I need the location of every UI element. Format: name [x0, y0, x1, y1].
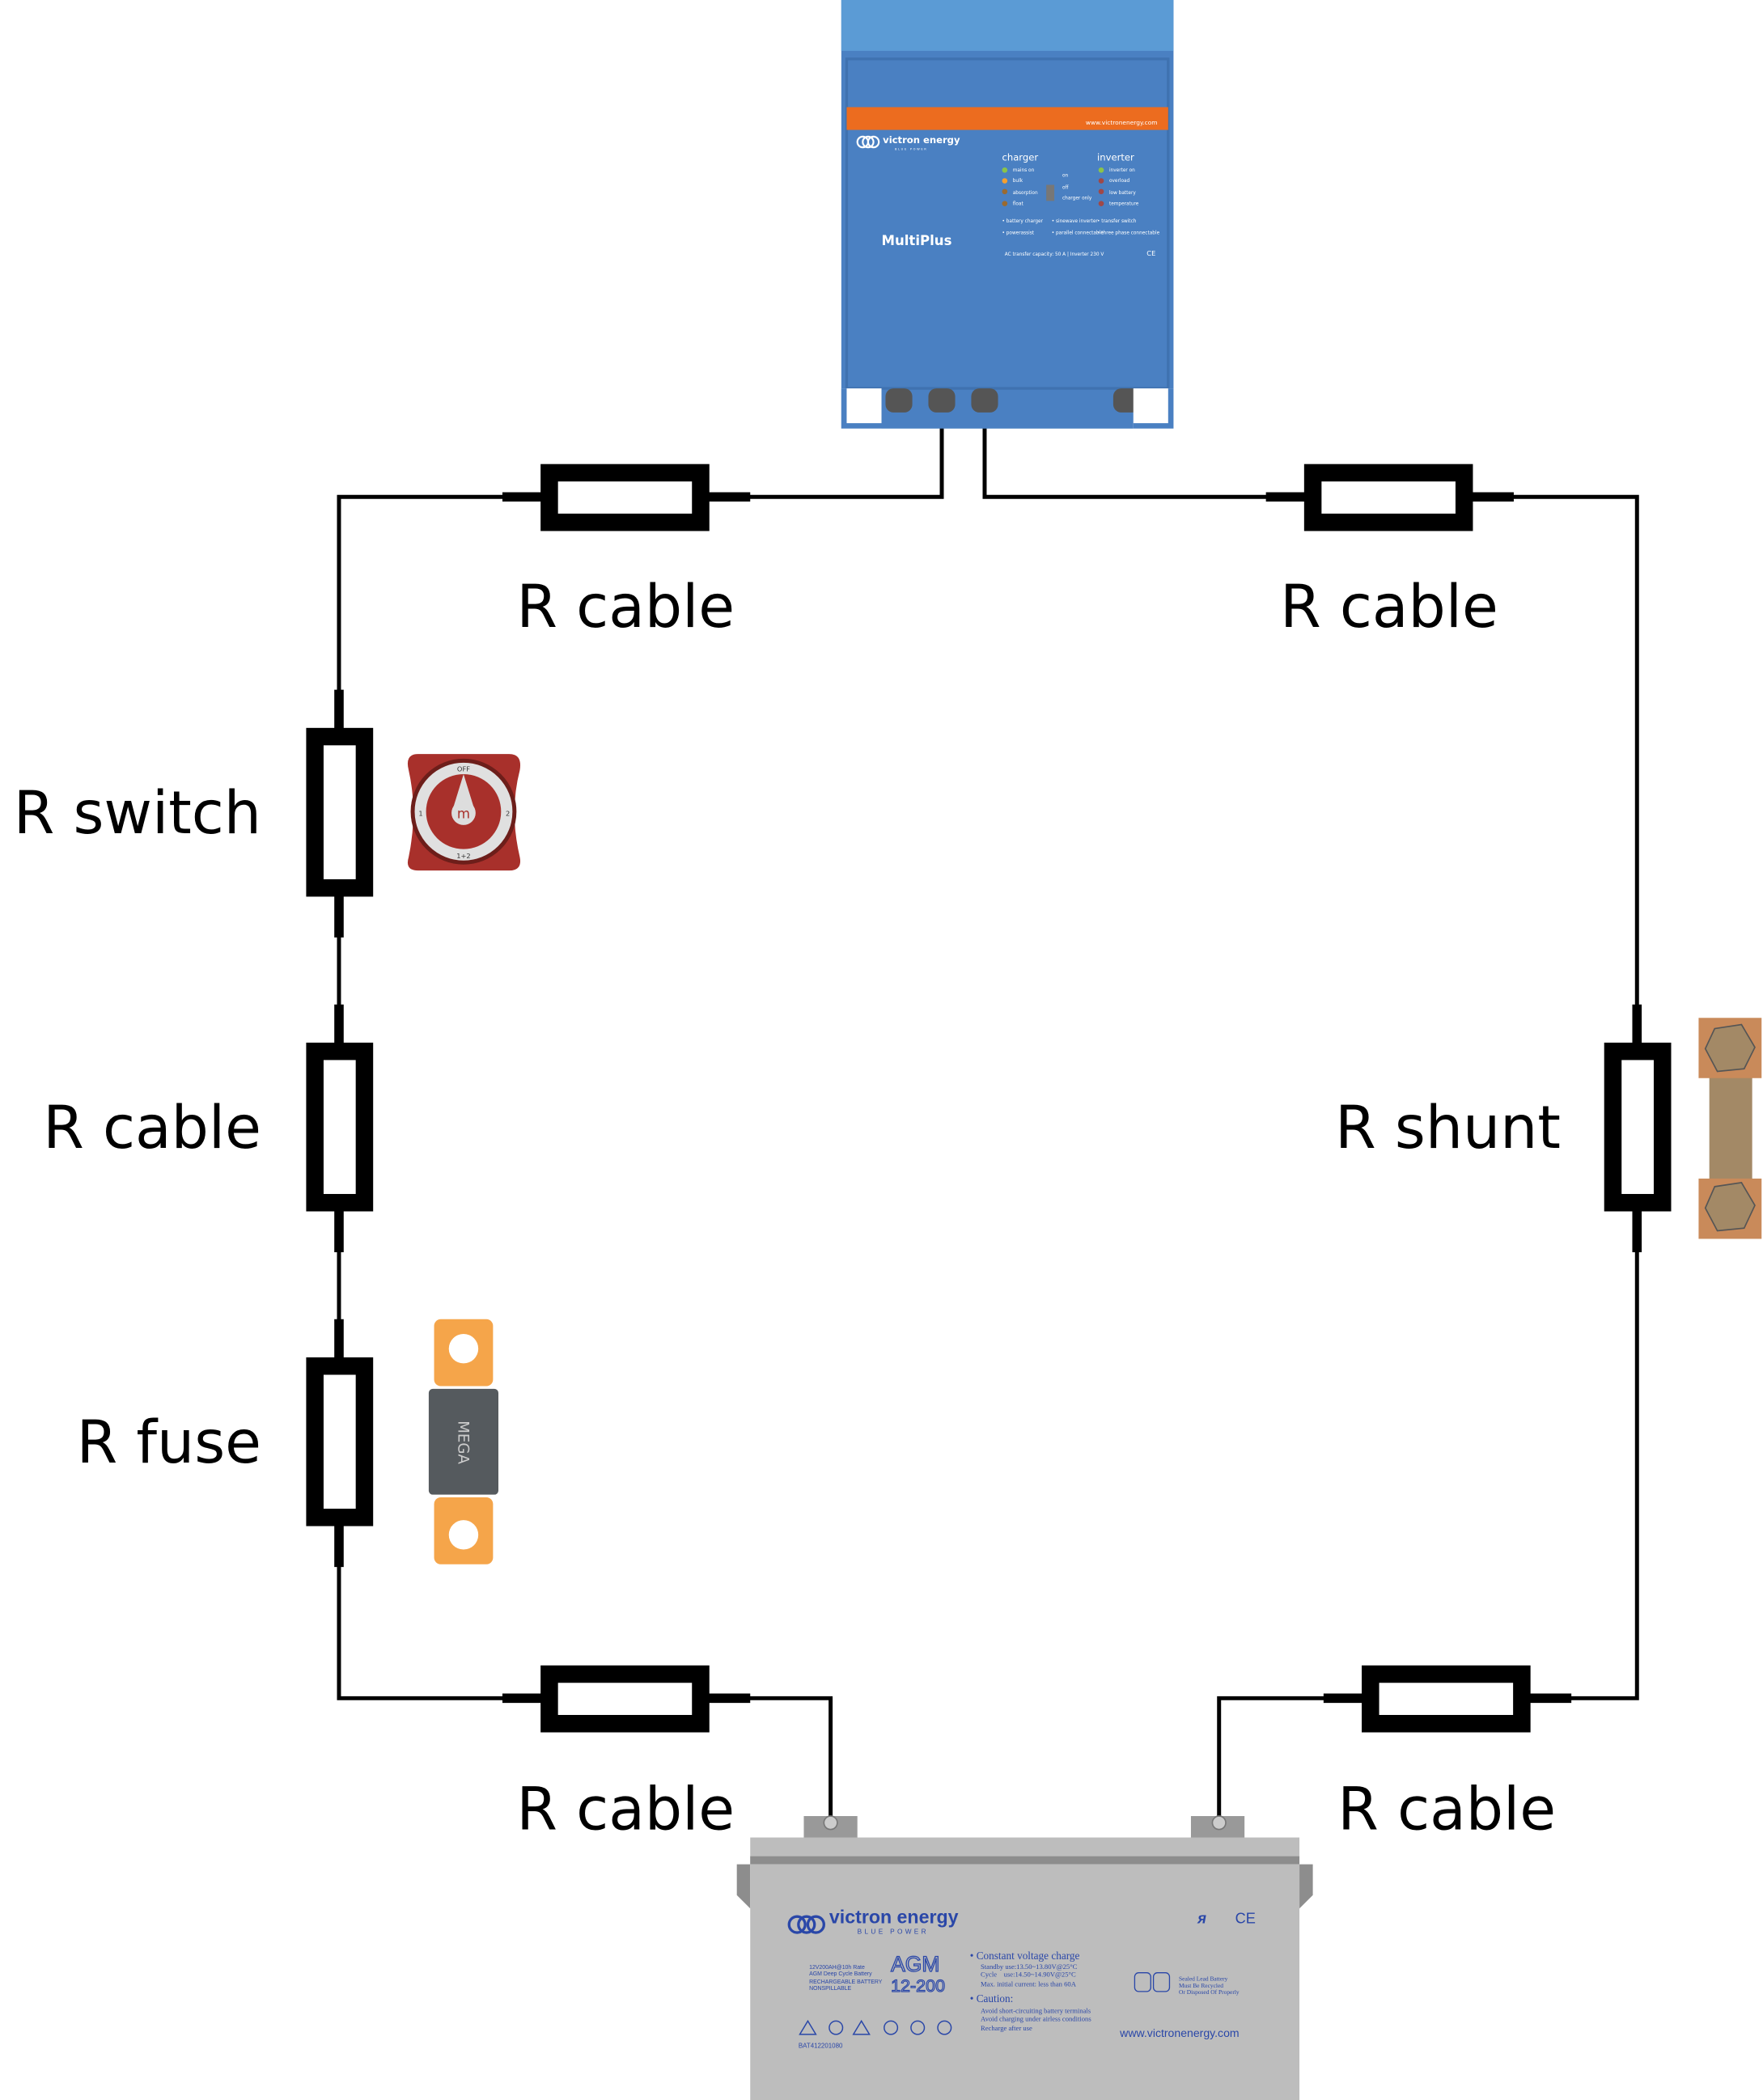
orange-stripe [846, 107, 1168, 130]
battery-model: 12-200 [891, 1976, 945, 1996]
victron-logo-icon [856, 135, 880, 149]
switch-position-2: 2 [506, 809, 510, 817]
charger-title: charger [1002, 152, 1039, 163]
switch-charger-only-label: charger only [1062, 197, 1092, 201]
victron-logo-icon [787, 1915, 825, 1934]
label-cable-top-left: R cable [516, 573, 735, 641]
feature: • three phase connectable [1097, 231, 1160, 236]
battery-part-number: BAT412201080 [799, 2042, 843, 2049]
resistor-fuse [306, 1319, 374, 1568]
mega-fuse-icon: MEGA [428, 1319, 498, 1564]
led-absorption: absorption [1013, 191, 1038, 196]
recycle-line: Must Be Recycled [1179, 1982, 1223, 1989]
power-switch[interactable] [1046, 184, 1055, 201]
switch-off-label: off [1062, 185, 1070, 190]
ce-mark: CE [1146, 249, 1155, 257]
led-bulk: bulk [1013, 179, 1023, 184]
charge-line: Standby use:13.50~13.80V@25°C [981, 1962, 1078, 1971]
led-overload: overload [1109, 179, 1130, 184]
switch-position-1: 1 [418, 809, 422, 817]
led-low-battery: low battery [1109, 191, 1136, 196]
switch-position-off: OFF [457, 765, 470, 773]
multiplus-spec: AC transfer capacity: 50 A | Inverter 23… [1005, 252, 1104, 257]
label-switch: R switch [14, 779, 261, 848]
caution-line: Recharge after use [981, 2024, 1032, 2032]
fuse-label: MEGA [454, 1420, 471, 1464]
battery-url: www.victronenergy.com [1119, 2026, 1239, 2039]
caution-line: Avoid short-circuiting battery terminals [981, 2006, 1091, 2014]
resistor-switch [306, 689, 374, 938]
battery-tagline: BLUE POWER [858, 1929, 929, 1936]
label-cable-left: R cable [43, 1094, 261, 1162]
switch-position-both: 1+2 [456, 852, 470, 860]
battery-brand: victron energy [829, 1906, 959, 1927]
battery-type: AGM [891, 1952, 939, 1976]
multiplus-inverter: www.victronenergy.com victron energy BLU… [841, 0, 1174, 432]
feature: • battery charger [1002, 219, 1044, 224]
switch-center-label: m [457, 807, 470, 822]
caution-title: • Caution: [970, 1992, 1014, 2005]
resistor-cable-bottom-right [1323, 1665, 1572, 1733]
led-mains-on: mains on [1013, 168, 1035, 173]
charge-title: • Constant voltage charge [970, 1950, 1080, 1962]
ul-mark-icon: ᴙ [1197, 1910, 1206, 1926]
agm-battery: victron energy BLUE POWER 12V200AH@10h R… [736, 1815, 1313, 2100]
label-cable-bottom-right: R cable [1337, 1776, 1556, 1844]
feature: • parallel connectable [1052, 231, 1104, 236]
multiplus-url: www.victronenergy.com [1086, 119, 1158, 126]
feature: • sinewave inverter [1052, 219, 1099, 224]
battery-switch-icon: m OFF 1 2 1+2 [407, 754, 521, 871]
label-cable-bottom-left: R cable [516, 1776, 735, 1844]
recycle-line: Or Disposed Of Properly [1179, 1988, 1240, 1996]
battery-spec: 12V200AH@10h Rate [809, 1965, 865, 1971]
multiplus-brand: victron energy [883, 134, 960, 146]
label-cable-top-right: R cable [1280, 573, 1498, 641]
safety-icons [799, 2019, 952, 2035]
shunt-icon [1698, 1018, 1762, 1239]
charge-line: Cycle use:14.50~14.90V@25°C [981, 1971, 1076, 1979]
recycle-line: Sealed Lead Battery [1179, 1975, 1228, 1983]
resistor-cable-bottom-left [502, 1665, 751, 1733]
led-temperature: temperature [1109, 201, 1139, 206]
led-float: float [1013, 201, 1024, 206]
charge-line: Max. initial current: less than 60A [981, 1979, 1077, 1988]
caution-line: Avoid charging under airless conditions [981, 2014, 1091, 2022]
switch-on-label: on [1062, 174, 1069, 179]
battery-spec: NONSPILLABLE [809, 1986, 851, 1992]
resistor-cable-left [306, 1004, 374, 1252]
resistor-cable-top-right [1265, 464, 1514, 531]
label-shunt: R shunt [1335, 1094, 1561, 1162]
resistor-cable-top-left [502, 464, 751, 531]
feature: • transfer switch [1097, 219, 1137, 224]
recycle-icons [1134, 1972, 1171, 1992]
multiplus-tagline: BLUE POWER [895, 147, 927, 150]
battery-spec: AGM Deep Cycle Battery [809, 1971, 872, 1977]
feature: • powerassist [1002, 231, 1035, 236]
inverter-title: inverter [1097, 152, 1134, 163]
label-fuse: R fuse [77, 1408, 261, 1477]
led-inverter-on: inverter on [1109, 168, 1135, 173]
multiplus-model: MultiPlus [882, 233, 952, 248]
battery-spec: RECHARGEABLE BATTERY [809, 1979, 883, 1985]
battery-ce-mark: CE [1235, 1910, 1256, 1926]
resistor-shunt [1604, 1004, 1672, 1252]
